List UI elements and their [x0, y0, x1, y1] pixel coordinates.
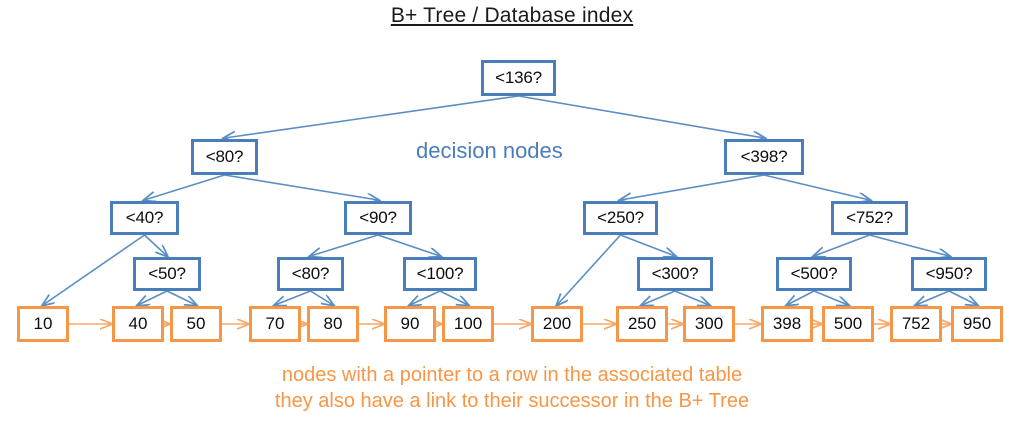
decision-node-n90[interactable]: <90?	[344, 201, 412, 235]
leaf-node-l90[interactable]: 90	[384, 306, 436, 342]
tree-edge-n250-to-l200	[557, 234, 622, 305]
leaf-node-l10[interactable]: 10	[17, 306, 69, 342]
decision-node-n950[interactable]: <950?	[911, 257, 987, 291]
node-label: <100?	[416, 264, 464, 283]
tree-edge-n100-to-l90	[410, 290, 441, 305]
node-label: 398	[772, 314, 802, 333]
tree-edge-n250-to-n300	[620, 234, 676, 256]
leaf-node-l500[interactable]: 500	[822, 306, 874, 342]
node-label: 70	[265, 314, 285, 333]
node-label: <950?	[925, 264, 973, 283]
leaf-node-l950[interactable]: 950	[951, 306, 1003, 342]
caption-line-2: they also have a link to their successor…	[274, 390, 750, 412]
tree-edge-n50-to-l40	[138, 290, 168, 305]
tree-edge-n136-to-n80	[225, 95, 519, 138]
node-label: 40	[128, 314, 148, 333]
leaf-caption: nodes with a pointer to a row in the ass…	[0, 362, 1024, 414]
node-label: <136?	[495, 68, 542, 87]
tree-edge-n752-to-n950	[869, 234, 950, 256]
node-label: <752?	[846, 208, 893, 227]
leaf-node-l100[interactable]: 100	[442, 306, 494, 342]
leaf-node-l250[interactable]: 250	[616, 306, 668, 342]
decision-node-n50[interactable]: <50?	[133, 257, 201, 291]
node-label: 200	[542, 314, 572, 333]
decision-node-n398[interactable]: <398?	[724, 139, 804, 175]
decision-node-n80b[interactable]: <80?	[277, 257, 344, 291]
node-label: 300	[694, 314, 724, 333]
decision-node-n300[interactable]: <300?	[637, 257, 713, 291]
leaf-node-l80[interactable]: 80	[307, 306, 359, 342]
leaf-node-l50[interactable]: 50	[170, 306, 222, 342]
node-label: <90?	[359, 208, 397, 227]
tree-edge-n90-to-n100	[377, 234, 440, 256]
tree-edge-n950-to-l950	[948, 290, 977, 305]
node-label: <500?	[790, 264, 838, 283]
node-label: <398?	[740, 147, 788, 166]
node-label: <300?	[651, 264, 699, 283]
tree-edge-n80-to-n40	[145, 174, 225, 200]
node-label: <80?	[205, 147, 244, 166]
node-label: <50?	[148, 264, 186, 283]
tree-edge-n50-to-l50	[166, 290, 196, 305]
leaf-node-l300[interactable]: 300	[683, 306, 735, 342]
tree-edge-n136-to-n398	[518, 95, 765, 138]
leaf-node-l40[interactable]: 40	[112, 306, 164, 342]
decision-node-n250[interactable]: <250?	[583, 201, 658, 235]
tree-edge-n80b-to-l80	[310, 290, 334, 305]
node-label: 950	[962, 314, 992, 333]
tree-edge-n40-to-l10	[43, 234, 145, 305]
tree-edge-n398-to-n752	[763, 174, 870, 200]
decision-node-n752[interactable]: <752?	[831, 201, 908, 235]
tree-edge-n300-to-l300	[674, 290, 709, 305]
decision-node-n40[interactable]: <40?	[110, 201, 179, 235]
node-label: 90	[400, 314, 420, 333]
tree-edge-n80-to-n90	[224, 174, 379, 200]
node-label: 10	[33, 314, 53, 333]
node-label: 250	[627, 314, 657, 333]
node-label: 80	[323, 314, 343, 333]
leaf-node-l398[interactable]: 398	[761, 306, 813, 342]
decision-node-n100[interactable]: <100?	[403, 257, 477, 291]
tree-edge-n90-to-n80b	[311, 234, 379, 256]
tree-edge-n300-to-l250	[642, 290, 676, 305]
leaf-node-l752[interactable]: 752	[890, 306, 942, 342]
decision-node-n500[interactable]: <500?	[776, 257, 852, 291]
decision-nodes-label: decision nodes	[416, 138, 563, 163]
node-label: 500	[833, 314, 863, 333]
page-title: B+ Tree / Database index	[390, 4, 634, 27]
decision-node-n136[interactable]: <136?	[481, 60, 556, 96]
node-label: 100	[453, 314, 483, 333]
node-label: 50	[186, 314, 206, 333]
leaf-node-l70[interactable]: 70	[249, 306, 301, 342]
leaf-node-l200[interactable]: 200	[531, 306, 583, 342]
tree-edge-n40-to-n50	[143, 234, 168, 256]
node-label: <80?	[291, 264, 330, 283]
node-label: 752	[901, 314, 931, 333]
caption-line-1: nodes with a pointer to a row in the ass…	[281, 364, 743, 386]
tree-edge-n500-to-l398	[787, 290, 815, 305]
tree-edge-n100-to-l100	[439, 290, 468, 305]
tree-edge-n398-to-n250	[621, 174, 765, 200]
decision-node-n80[interactable]: <80?	[191, 139, 258, 175]
node-label: <40?	[125, 208, 164, 227]
tree-edge-n950-to-l752	[916, 290, 950, 305]
tree-edge-n80b-to-l70	[275, 290, 311, 305]
tree-edge-n500-to-l500	[813, 290, 848, 305]
node-label: <250?	[597, 208, 644, 227]
tree-edge-n752-to-n500	[814, 234, 870, 256]
